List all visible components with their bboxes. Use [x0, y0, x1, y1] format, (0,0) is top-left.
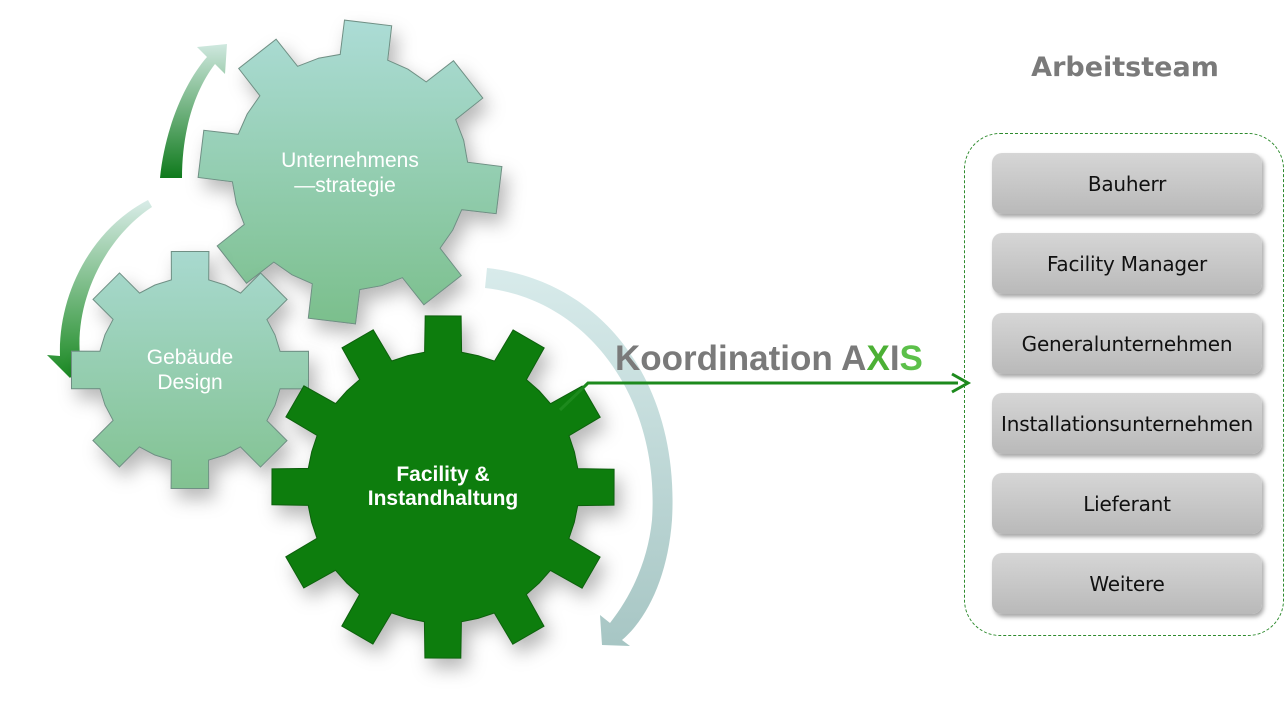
coordination-axis-label: Koordination AXIS — [615, 339, 923, 379]
team-item-weitere: Weitere — [992, 553, 1262, 614]
arrow-up-left — [160, 44, 227, 178]
team-title: Arbeitsteam — [1031, 52, 1219, 83]
strategy-gear-label-line2: —strategie — [294, 174, 396, 197]
strategy-gear — [197, 19, 503, 325]
design-gear-label-line1: Gebäude — [147, 346, 233, 369]
team-item-generalunternehmen: Generalunternehmen — [992, 313, 1262, 374]
facility-gear-label-line1: Facility & — [396, 463, 489, 486]
arrow-down-left — [47, 200, 152, 378]
strategy-gear-label-line1: Unternehmens — [281, 149, 419, 172]
coordination-arrowhead — [951, 372, 972, 394]
design-gear — [71, 251, 309, 489]
coordination-label-s: S — [899, 339, 923, 378]
facility-gear-label-line2: Instandhaltung — [368, 487, 519, 510]
team-item-installationsunternehmen: Installationsunternehmen — [992, 393, 1262, 454]
team-item-facility-manager: Facility Manager — [992, 233, 1262, 294]
coordination-arrow — [558, 381, 958, 412]
arrow-right-arc — [485, 268, 673, 646]
team-item-lieferant: Lieferant — [992, 473, 1262, 534]
coordination-label-i: I — [889, 339, 900, 378]
facility-gear — [271, 315, 615, 659]
team-list: Bauherr Facility Manager Generalunterneh… — [992, 153, 1262, 633]
coordination-label-x: X — [866, 339, 890, 378]
team-item-bauherr: Bauherr — [992, 153, 1262, 214]
design-gear-label-line2: Design — [157, 371, 222, 394]
team-container — [964, 133, 1284, 636]
coordination-label-prefix: Koordination A — [615, 339, 867, 378]
